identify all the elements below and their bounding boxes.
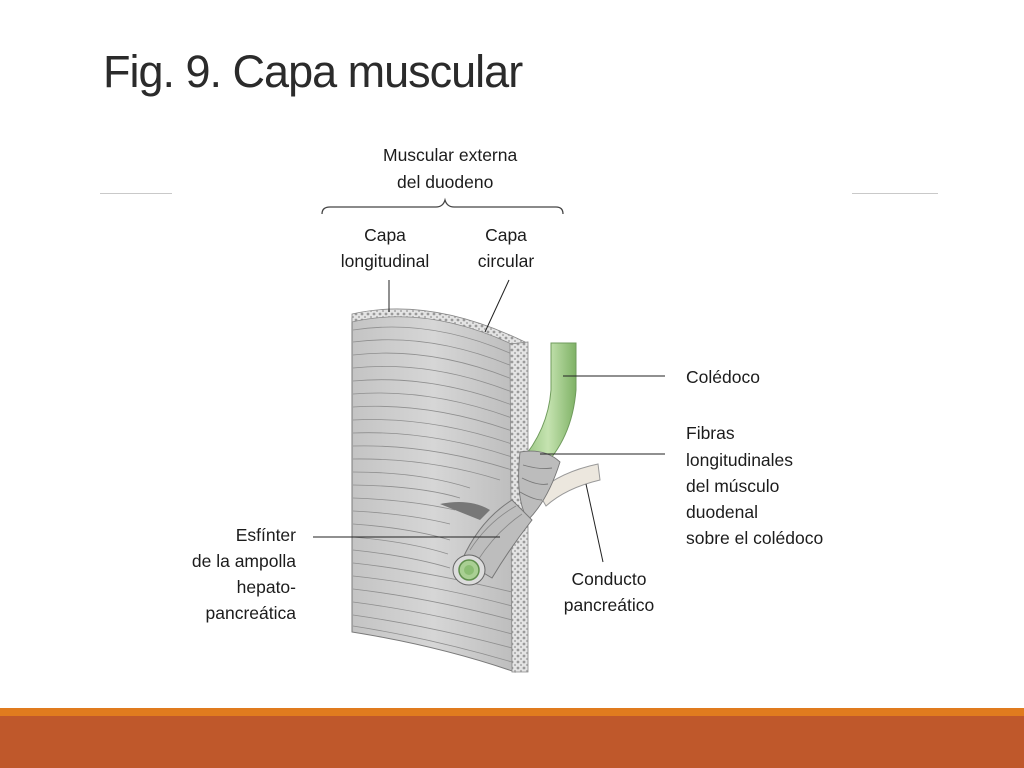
label-coledoco: Colédoco: [686, 367, 760, 387]
label-longitudinal-line2: longitudinal: [341, 251, 430, 271]
label-conducto-line1: Conducto: [572, 569, 647, 589]
longitudinal-fibres-over-duct: [518, 450, 561, 521]
label-esfinter-line1: Esfínter: [236, 525, 296, 545]
label-header-line1: Muscular externa: [383, 145, 517, 165]
footer-band: [0, 716, 1024, 768]
label-fibras-line5: sobre el colédoco: [686, 528, 823, 548]
label-header-line2: del duodeno: [397, 172, 493, 192]
slide-title: Fig. 9. Capa muscular: [103, 46, 523, 97]
title-rule-left: [100, 193, 172, 194]
label-esfinter-line3: hepato-: [237, 577, 297, 597]
label-circular-line1: Capa: [485, 225, 527, 245]
label-longitudinal-line1: Capa: [364, 225, 406, 245]
label-fibras-line4: duodenal: [686, 502, 758, 522]
leader-lines: [313, 279, 665, 563]
label-fibras-line3: del músculo: [686, 476, 779, 496]
label-circular-line2: circular: [478, 251, 535, 271]
label-esfinter-line4: pancreática: [206, 603, 297, 623]
footer-accent-stripe: [0, 708, 1024, 716]
duodenal-wall: [351, 308, 529, 673]
label-esfinter-line2: de la ampolla: [192, 551, 296, 571]
title-rule-right: [852, 193, 938, 194]
longitudinal-fiber-lines: [352, 326, 513, 663]
label-conducto-line2: pancreático: [564, 595, 654, 615]
label-fibras-line1: Fibras: [686, 423, 735, 443]
ampulla-sphincter: [452, 499, 533, 586]
label-fibras-line2: longitudinales: [686, 450, 793, 470]
duodenum-muscle-diagram: Muscular externa del duodeno Capa longit…: [192, 145, 823, 673]
outer-muscle-brace: [321, 197, 564, 215]
